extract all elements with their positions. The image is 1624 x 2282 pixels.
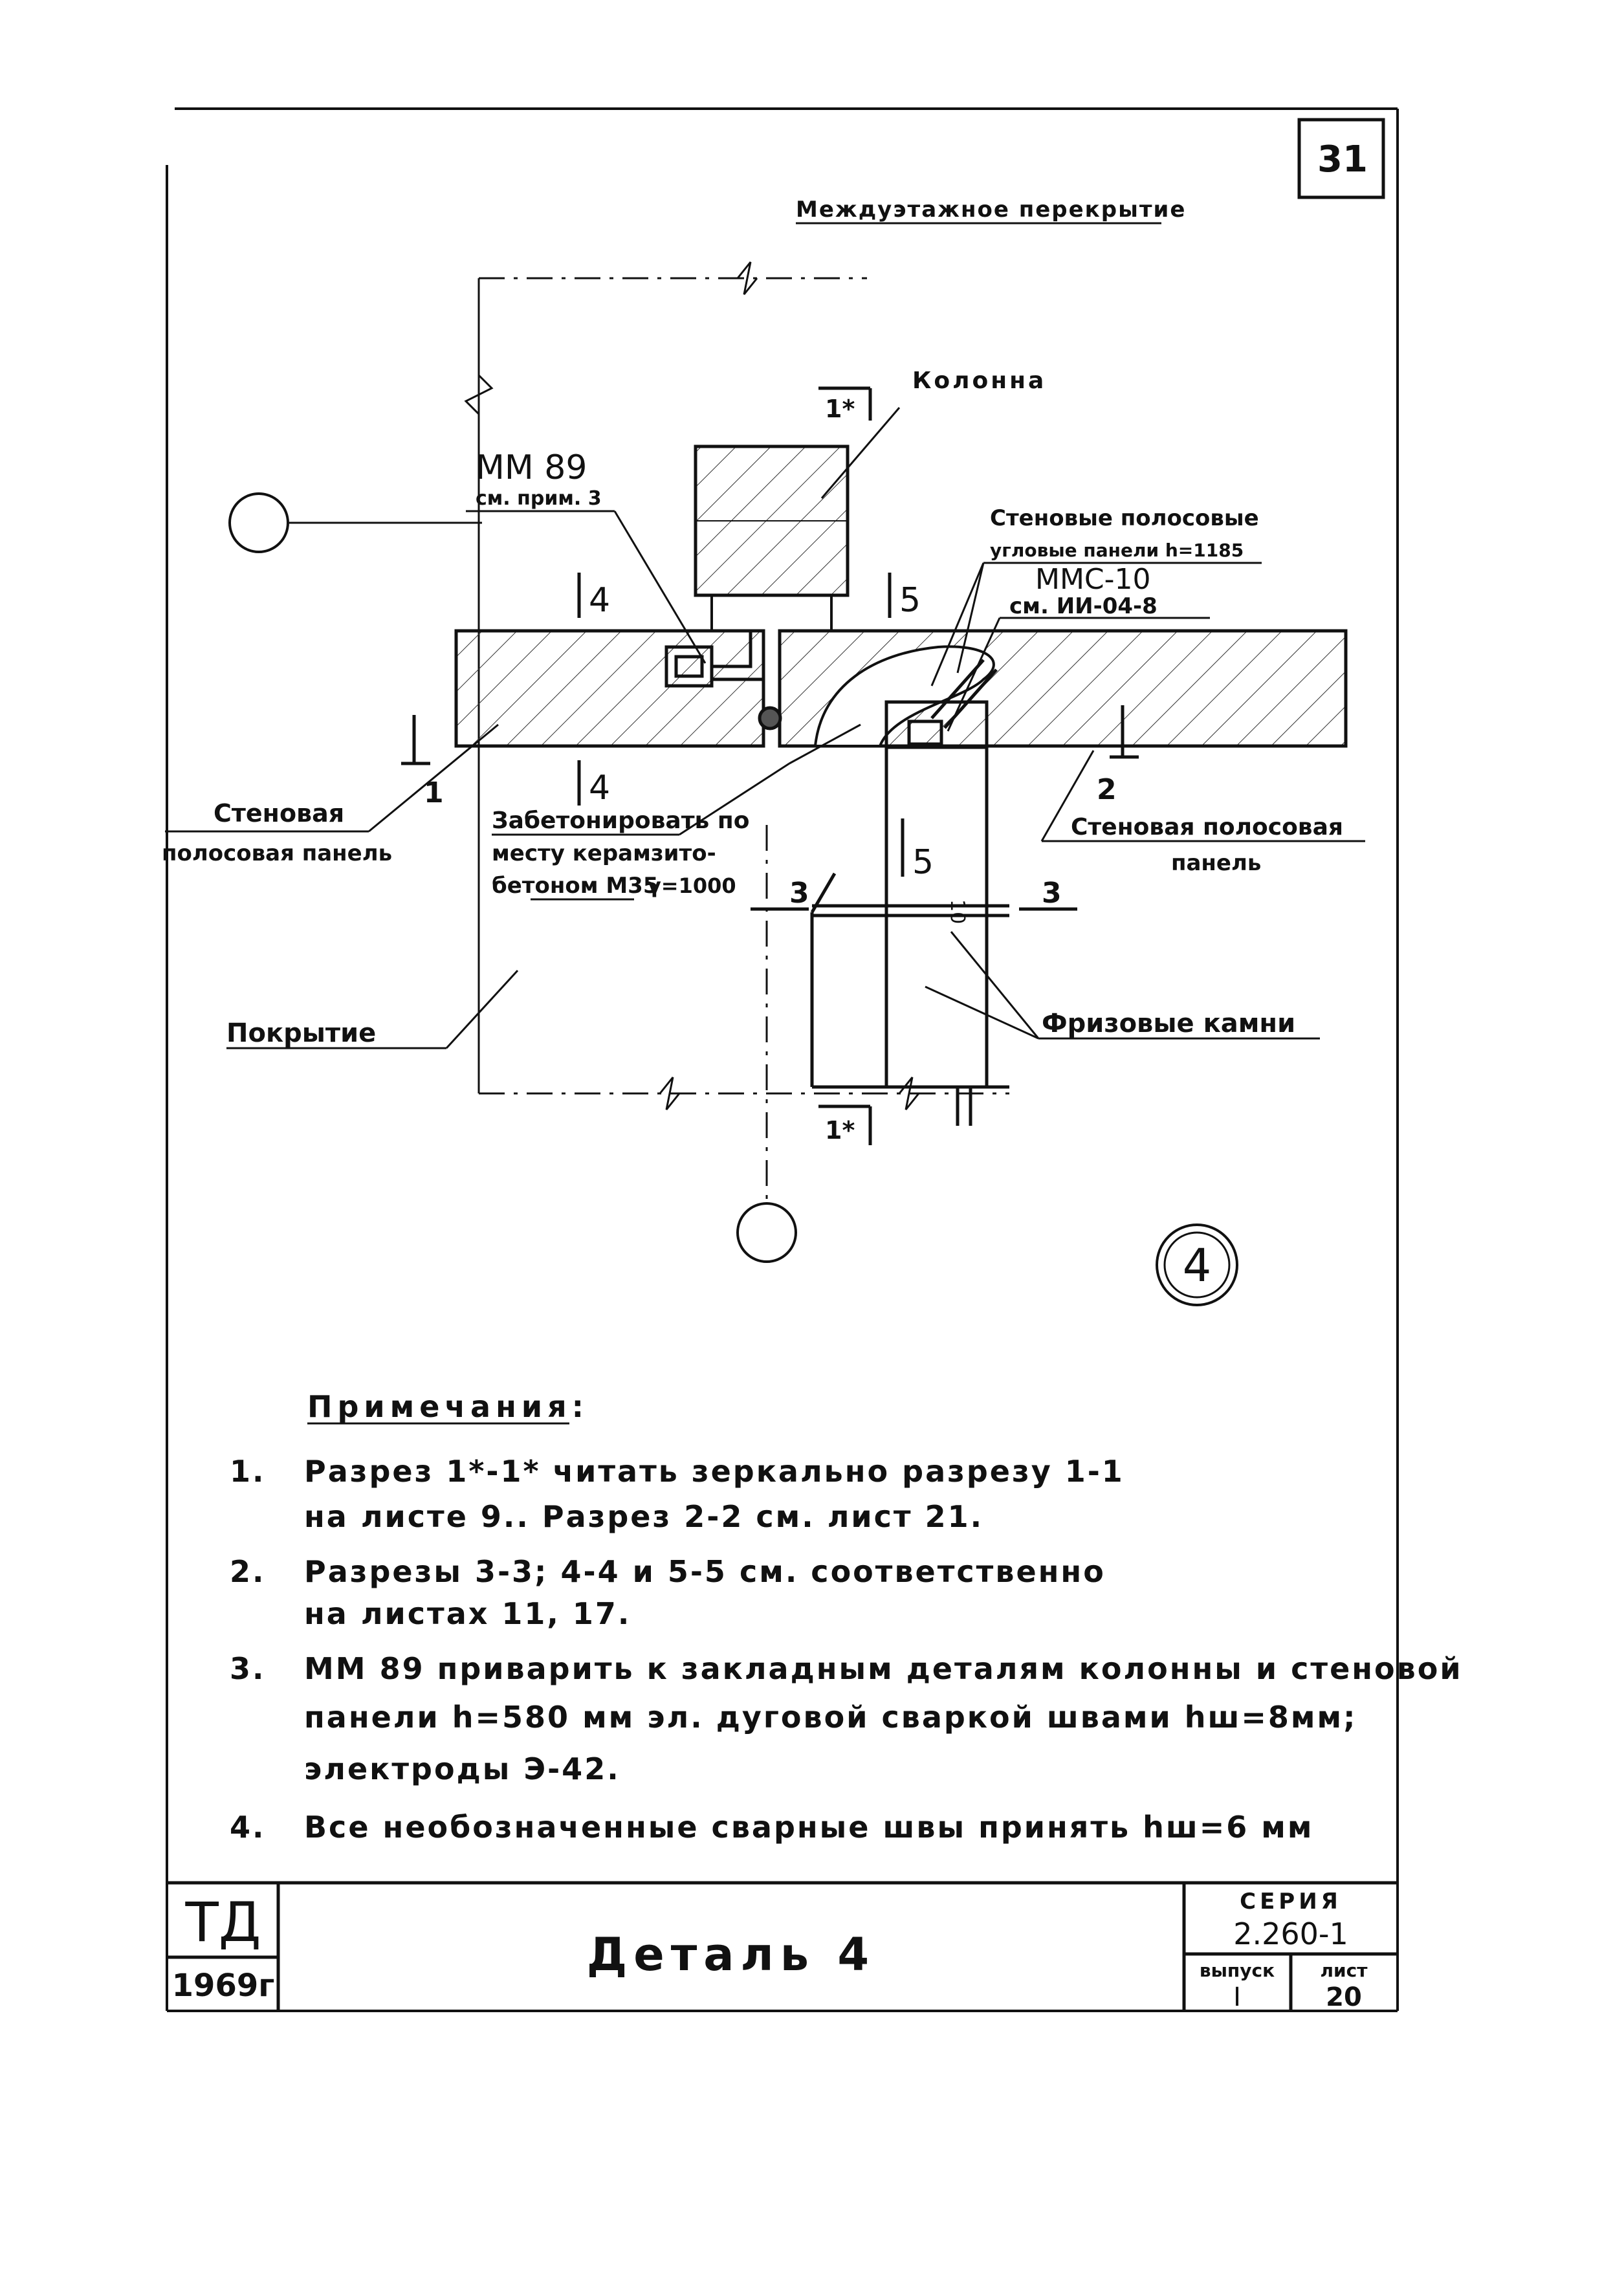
section-4-top: 4 <box>589 581 610 620</box>
title-block-series-value: 2.260-1 <box>1233 1916 1348 1951</box>
section-1-left: 1 <box>424 776 444 809</box>
note-1-num: 1. <box>230 1454 265 1489</box>
label-wall-panel-right-1: Стеновая полосовая <box>1071 814 1343 840</box>
detail-number: 4 <box>1183 1239 1212 1292</box>
label-mm89: ММ 89 <box>476 448 587 487</box>
note-3-line-3: электроды Э-42. <box>304 1751 620 1786</box>
section-3-left: 3 <box>789 877 809 910</box>
detail-bubble-outer <box>1156 1223 1238 1306</box>
axis-bubble-bottom <box>736 1202 797 1263</box>
label-column: Колонна <box>912 368 1046 394</box>
note-2-line-1: Разрезы 3-3; 4-4 и 5-5 см. соответственн… <box>304 1554 1106 1589</box>
dim-10: 10 <box>946 899 969 924</box>
label-wall-strip-corner-2: угловые панели h=1185 <box>990 540 1244 561</box>
sheet-number: 31 <box>1317 138 1368 181</box>
mm89-bracket <box>664 631 782 730</box>
section-2-right: 2 <box>1097 773 1117 806</box>
note-4-line-1: Все необозначенные сварные швы принять h… <box>304 1810 1313 1845</box>
drawing-title: Междуэтажное перекрытие <box>796 197 1186 223</box>
label-concrete-1: Забетонировать по <box>492 807 749 834</box>
title-block-org: ТД <box>185 1891 261 1954</box>
label-mmc10-ref: см. ИИ-04-8 <box>1009 593 1158 619</box>
label-wall-strip-corner-1: Стеновые полосовые <box>990 505 1259 531</box>
section-5-top: 5 <box>899 581 921 620</box>
title-block-issue-label: выпуск <box>1200 1960 1275 1981</box>
title-block-sheet-value: 20 <box>1326 1982 1362 2012</box>
note-2-line-2: на листах 11, 17. <box>304 1596 631 1631</box>
note-1-line-1: Разрез 1*-1* читать зеркально разрезу 1-… <box>304 1454 1125 1489</box>
label-concrete-gamma: γ=1000 <box>647 873 736 898</box>
label-wall-panel-left-1: Стеновая <box>214 799 344 828</box>
column <box>694 444 850 631</box>
axis-bubble-left <box>228 492 289 553</box>
wall-panel-vertical <box>810 659 1009 1126</box>
floor-slab-left <box>454 629 765 748</box>
title-block-series-label: СЕРИЯ <box>1240 1889 1342 1914</box>
note-4-num: 4. <box>230 1810 265 1845</box>
label-wall-panel-left-2: полосовая панель <box>162 840 392 866</box>
section-1star-bottom: 1* <box>825 1116 855 1145</box>
title-block <box>167 1881 1398 2011</box>
detail-bubble-inner <box>1163 1231 1231 1299</box>
note-1-line-2: на листе 9.. Разрез 2-2 см. лист 21. <box>304 1499 983 1534</box>
section-1star-top: 1* <box>825 395 855 423</box>
floor-slab-right <box>778 629 1348 748</box>
section-5-bottom: 5 <box>912 843 934 882</box>
sheet-frame <box>166 107 1399 2012</box>
note-3-line-2: панели h=580 мм эл. дуговой сваркой швам… <box>304 1700 1357 1735</box>
label-frieze: Фризовые камни <box>1042 1009 1295 1038</box>
label-roof: Покрытие <box>226 1018 376 1048</box>
notes-heading: Примечания: <box>307 1389 589 1424</box>
label-concrete-2: месту керамзито- <box>492 840 716 866</box>
section-4-bottom: 4 <box>589 769 610 807</box>
title-block-issue-value: I <box>1233 1982 1241 2012</box>
section-3-right: 3 <box>1042 877 1062 910</box>
label-wall-panel-right-2: панель <box>1171 850 1261 876</box>
label-concrete-3: бетоном М35 <box>492 873 659 899</box>
note-3-line-1: ММ 89 приварить к закладным деталям коло… <box>304 1651 1463 1686</box>
label-mm89-ref: см. прим. 3 <box>476 487 602 510</box>
leader-lines <box>165 407 1365 1049</box>
title-block-title: Деталь 4 <box>587 1928 875 1981</box>
title-block-year: 1969г <box>172 1968 275 2004</box>
title-block-sheet-label: лист <box>1321 1960 1368 1981</box>
note-3-num: 3. <box>230 1651 265 1686</box>
section-markers <box>401 386 1139 1145</box>
label-mmc10: ММС-10 <box>1035 563 1151 596</box>
note-2-num: 2. <box>230 1554 265 1589</box>
